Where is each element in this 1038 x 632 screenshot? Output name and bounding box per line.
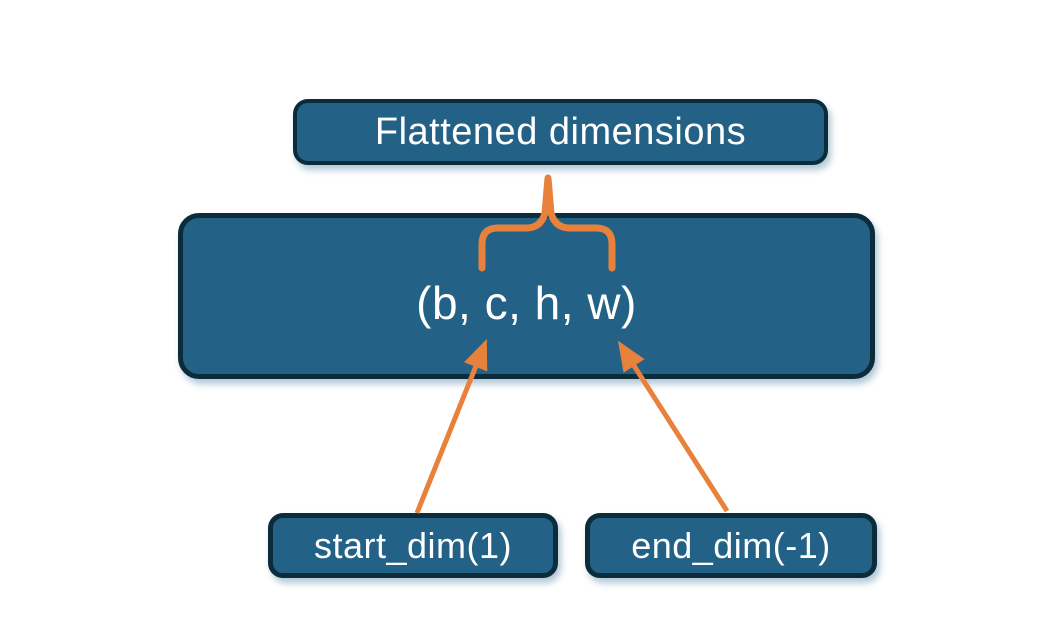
end-dim-label: end_dim(-1) <box>631 524 831 566</box>
node-start-dim: start_dim(1) <box>268 513 558 578</box>
node-end-dim: end_dim(-1) <box>585 513 877 578</box>
start-dim-label: start_dim(1) <box>313 524 513 566</box>
flattened-dimensions-label: Flattened dimensions <box>374 110 747 153</box>
node-tensor-shape: (b, c, h, w) <box>178 213 875 379</box>
tensor-shape-label: (b, c, h, w) <box>416 277 637 329</box>
node-flattened-dimensions: Flattened dimensions <box>293 99 828 165</box>
